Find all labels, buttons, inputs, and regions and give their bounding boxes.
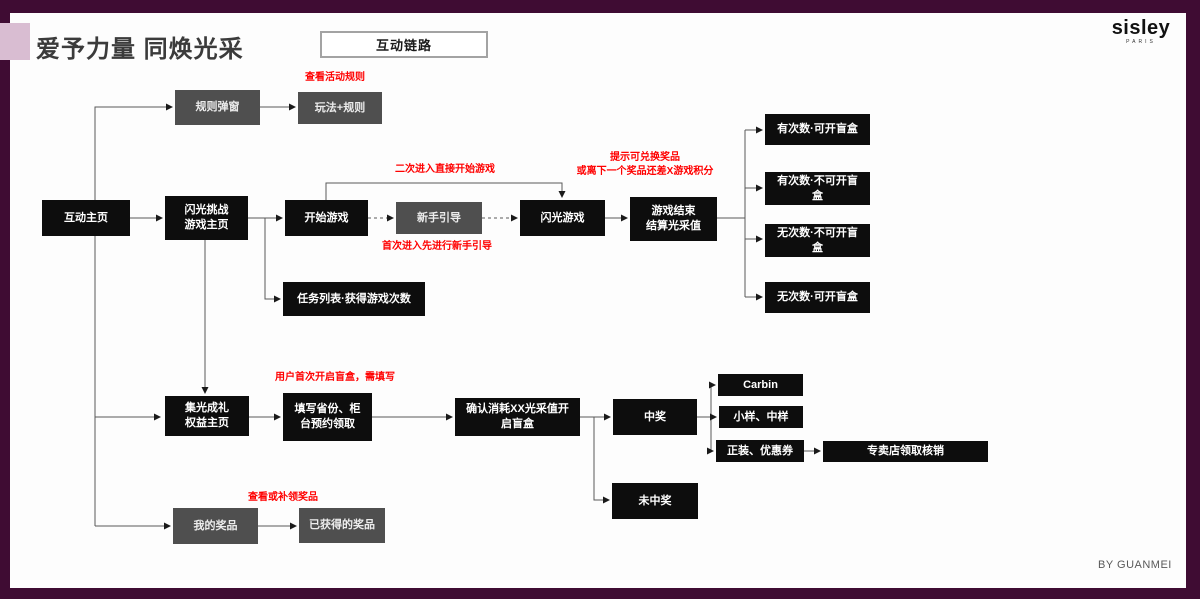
node-prize-samples: 小样、中样: [719, 406, 803, 428]
brand-name: sisley: [1111, 17, 1171, 39]
node-result-1: 有次数·可开盲盒: [765, 114, 870, 145]
annotation-second-entry: 二次进入直接开始游戏: [395, 164, 495, 175]
frame-left: [0, 13, 10, 588]
node-confirm-open: 确认消耗XX光采值开 启盲盒: [455, 398, 580, 436]
node-result-2: 有次数·不可开盲 盒: [765, 172, 870, 205]
node-home: 互动主页: [42, 200, 130, 236]
page-title: 爱予力量 同焕光采: [36, 36, 244, 63]
pink-accent-square: [0, 23, 30, 60]
annotation-view-claim: 查看或补领奖品: [248, 492, 318, 503]
node-result-3: 无次数·不可开盲 盒: [765, 224, 870, 257]
node-lose: 未中奖: [612, 483, 698, 519]
node-start-game: 开始游戏: [285, 200, 368, 236]
node-prize-carbin: Carbin: [718, 374, 803, 396]
node-task-list: 任务列表·获得游戏次数: [283, 282, 425, 316]
node-tutorial: 新手引导: [396, 202, 482, 234]
node-rule-modal: 规则弹窗: [175, 90, 260, 125]
node-my-prizes: 我的奖品: [173, 508, 258, 544]
section-tag: 互动链路: [320, 31, 488, 58]
node-game-end: 游戏结束 结算光采值: [630, 197, 717, 241]
frame-top: [0, 0, 1200, 13]
node-flash-game: 闪光游戏: [520, 200, 605, 236]
annotation-redeem-hint: 提示可兑换奖品 或离下一个奖品还差X游戏积分: [576, 152, 714, 177]
node-win: 中奖: [613, 399, 697, 435]
node-fill-form: 填写省份、柜 台预约领取: [283, 393, 372, 441]
node-result-4: 无次数·可开盲盒: [765, 282, 870, 313]
node-store-redeem: 专卖店领取核销: [823, 441, 988, 462]
annotation-view-rules: 查看活动规则: [305, 72, 365, 83]
node-prize-formal: 正装、优惠券: [716, 440, 804, 462]
frame-bottom: [0, 588, 1200, 599]
annotation-first-entry: 首次进入先进行新手引导: [382, 241, 492, 252]
node-play-rules: 玩法+规则: [298, 92, 382, 124]
node-challenge-home: 闪光挑战 游戏主页: [165, 196, 248, 240]
sisley-logo: sisley PARIS: [1103, 18, 1179, 45]
node-collect-home: 集光成礼 权益主页: [165, 396, 249, 436]
brand-sub: PARIS: [1126, 39, 1156, 45]
node-got-prizes: 已获得的奖品: [299, 508, 385, 543]
frame-right: [1186, 13, 1200, 588]
byline: BY GUANMEI: [1098, 559, 1172, 571]
annotation-first-open: 用户首次开启盲盒，需填写: [275, 372, 395, 383]
